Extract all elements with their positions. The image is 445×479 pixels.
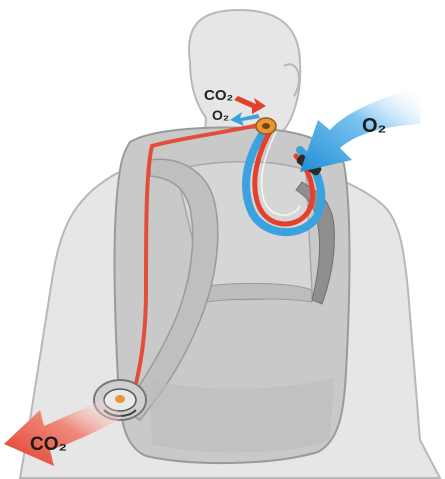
- o2-intake-label: O₂: [362, 115, 386, 137]
- o2-intake-arrow: [300, 86, 420, 172]
- co2-mouth-label: CO₂: [204, 87, 233, 104]
- o2-mouth-label: O₂: [212, 107, 229, 123]
- mouthpiece-icon: [256, 118, 276, 134]
- co2-exhaust-label: CO₂: [30, 434, 67, 455]
